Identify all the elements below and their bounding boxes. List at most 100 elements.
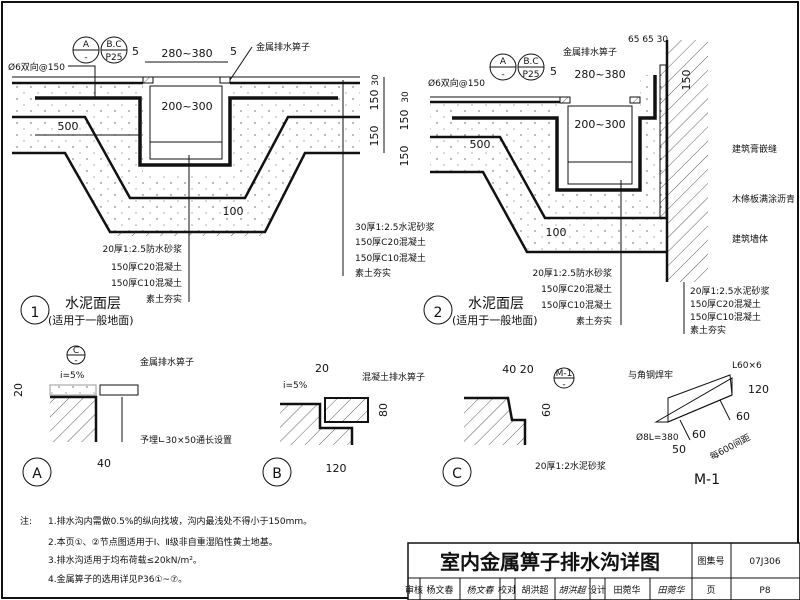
ref-bubble-bc[interactable]: B.C P25: [100, 36, 128, 64]
title-block: 室内金属箅子排水沟详图 图集号 07J306 审核 杨文春 杨文春 校对 胡洪超…: [405, 542, 800, 600]
rect-shape: [559, 96, 571, 104]
polygon-shape: [667, 374, 733, 423]
rect-shape: [629, 96, 641, 104]
polygon-shape: [280, 404, 352, 445]
detail2-wall-labels-1-label: 木條板满涂沥青: [732, 193, 795, 205]
detail-c: 40 20 M-1 - 60 20厚1:2水泥砂浆 C: [442, 363, 606, 487]
title-block-design-label-label: 设计: [588, 584, 606, 596]
detailA-dim-h-label: 20: [12, 383, 25, 397]
detailC-num-label: C: [452, 466, 462, 482]
detailC-dim-h-label: 60: [540, 403, 553, 417]
detail2-ref-a-bottom-label: -: [501, 70, 504, 80]
detail2-dims-t30-label: 30: [401, 91, 411, 103]
line-shape: [719, 399, 731, 421]
detail2-rebar-label: Ø6双向@150: [428, 77, 485, 89]
detailM1-d60b-label: 60: [736, 410, 750, 423]
detail2-layers-0-label: 20厚1:2.5水泥砂浆: [690, 285, 770, 297]
grate-label: 金属排水箅子: [256, 41, 310, 53]
polygon-shape: [12, 83, 360, 232]
rect-shape: [110, 232, 265, 236]
detail1-ref-a-bottom-label: -: [84, 53, 87, 63]
detail1-layers-left-0-label: 20厚1:2.5防水砂浆: [102, 243, 182, 255]
reviewer-signature: 杨文春: [466, 585, 494, 596]
detailM1-bar-label: Ø8L=380: [636, 432, 679, 443]
page-number: P8: [759, 586, 770, 596]
detailB-num-label: B: [272, 466, 282, 482]
detailM1-d50-label: 50: [672, 443, 686, 456]
detail-a: C - i=5% 金属排水箅子 予埋∟30×50通长设置 20 40 A: [12, 345, 232, 487]
rect-shape: [142, 76, 154, 84]
detail2-subtitle-label: (适用于一般地面): [452, 314, 538, 327]
detailM1-spacing-label: 每600间距: [708, 431, 753, 462]
title-block-review-label-label: 审核: [405, 584, 423, 596]
detail2-wall-labels-0-label: 建筑膏嵌缝: [732, 143, 777, 155]
polyline-shape: [464, 396, 527, 445]
detail1-dims-gap-l-label: 5: [132, 45, 139, 58]
drawing-title: 室内金属箅子排水沟详图: [440, 550, 660, 574]
title-block-check-label-label: 校对: [498, 584, 516, 596]
detail2-wall-labels-2-label: 建筑墙体: [732, 233, 768, 245]
detailA-slope-label: i=5%: [60, 371, 85, 381]
detail2-dims-offset-label: 500: [470, 138, 491, 151]
detail-number: 1: [31, 305, 40, 321]
detail1-dims-top-width-label: 280~380: [161, 47, 212, 60]
detail1-ref-a-top-label: A: [83, 40, 90, 50]
detailM1-d120-label: 120: [748, 383, 769, 396]
polyline-shape: [430, 135, 667, 220]
detail1-dims-inner-width-label: 200~300: [161, 100, 212, 113]
detail2-dims-step-label: 100: [546, 226, 567, 239]
detail1-dims-gap-r-label: 5: [230, 45, 237, 58]
detail1-layers-left-1-label: 150厚C20混凝土: [111, 261, 182, 273]
detail-2: A - B.C P25 Ø6双向@150 5 280~380 金属排水箅子 65…: [398, 35, 795, 336]
detailA-num-label: A: [32, 466, 42, 482]
rect-shape: [407, 542, 800, 600]
polyline-shape: [50, 395, 98, 442]
detail2-title-label: 水泥面层: [468, 296, 524, 312]
rect-shape: [99, 384, 139, 396]
detail1-layers-right-2-label: 150厚C10混凝土: [355, 252, 426, 264]
rect-shape: [659, 64, 667, 219]
detail1-ref-b-bottom-label: P25: [106, 53, 123, 63]
designer-signature: 田菀华: [657, 585, 685, 596]
detail2-layers-3-label: 素土夯实: [690, 324, 726, 336]
detailB-dim-w-label: 120: [326, 462, 347, 475]
ref-bubble-a[interactable]: A -: [72, 36, 100, 64]
detail2-dims-t150a-label: 150: [398, 110, 411, 131]
detail-1: A - B.C P25 Ø6双向@150 5 280~380 5 金属排水箅子 …: [8, 36, 435, 327]
detail2-dims-inner-width-label: 200~300: [574, 118, 625, 131]
detail2-ref-a-top-label: A: [500, 57, 507, 67]
detail-b: i=5% 20 混凝土排水箅子 80 120 B: [262, 362, 425, 487]
ref-bubble-bc[interactable]: B.C P25: [517, 53, 545, 81]
detail2-layers-4-label: 20厚1:2.5防水砂浆: [532, 267, 612, 279]
notes-label-label: 注:: [20, 515, 32, 527]
rebar-label: Ø6双向@150: [8, 61, 65, 73]
ref-bubble-a[interactable]: A -: [489, 53, 517, 81]
checker-signature: 胡洪超: [558, 585, 587, 596]
circle-shape: [262, 457, 292, 487]
detail2-dims-top-width-label: 280~380: [574, 68, 625, 81]
polygon-shape: [464, 398, 525, 445]
detailM1-d60a-label: 60: [692, 428, 706, 441]
detail2-num-label: 2: [434, 305, 443, 321]
detail1-dims-t150b-label: 150: [368, 126, 381, 147]
polyline-shape: [452, 75, 657, 192]
detailC-ref-top-label: M-1: [556, 369, 573, 379]
detailM1-label-label: M-1: [694, 472, 720, 488]
rect-shape: [149, 85, 223, 160]
detail2-layers-7-label: 素土夯实: [576, 315, 612, 327]
detail1-layers-right-0-label: 30厚1:2.5水泥砂浆: [355, 221, 435, 233]
detailA-embed-label: 予埋∟30×50通长设置: [140, 434, 232, 446]
circle-shape: [22, 457, 52, 487]
detailB-grate-label: 混凝土排水箅子: [362, 371, 425, 383]
detailA-grate-label: 金属排水箅子: [140, 356, 194, 368]
notes: 注: 1.排水沟内需做0.5%的纵向找坡，沟内最浅处不得小于150mm。 2.本…: [20, 515, 312, 585]
detail1-dims-offset-label: 500: [58, 120, 79, 133]
rect-shape: [567, 105, 633, 185]
circle-shape: [442, 457, 472, 487]
circle-shape: [423, 295, 453, 325]
detail-subtitle: (适用于一般地面): [48, 314, 134, 327]
detail2-ref-b-bottom-label: P25: [523, 70, 540, 80]
detail1-dims-step-label: 100: [223, 205, 244, 218]
notes-items-1-label: 2.本页①、②节点图适用于Ⅰ、Ⅱ级非自重湿陷性黄土地基。: [48, 536, 278, 548]
